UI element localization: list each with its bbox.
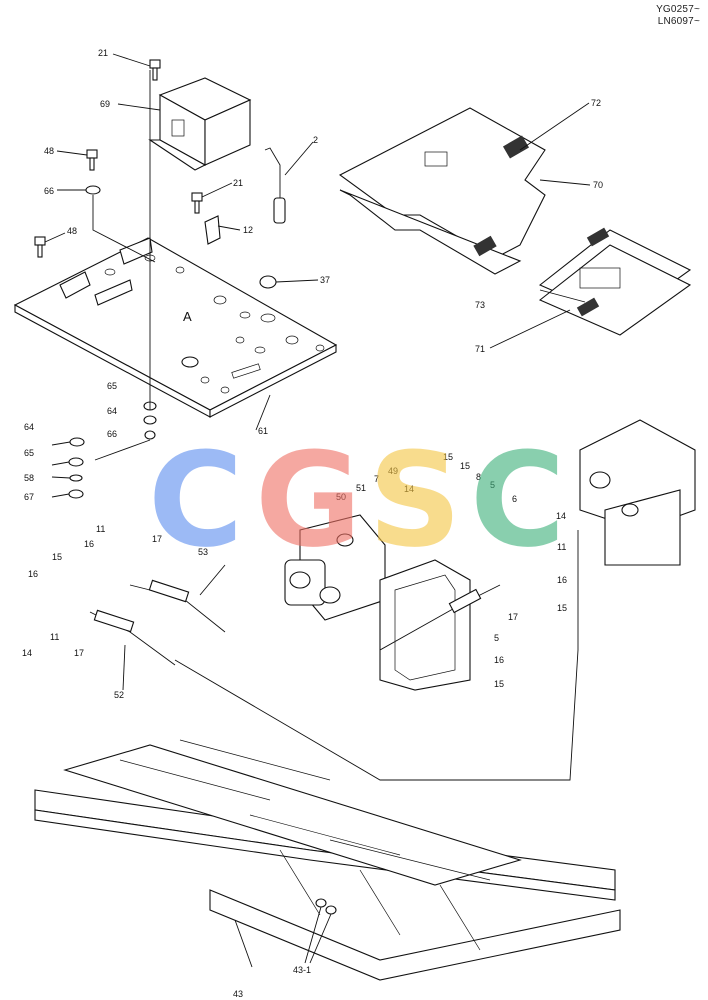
callout-label: 72	[591, 98, 601, 108]
callout-label: 16	[557, 575, 567, 585]
callout-label: 61	[258, 426, 268, 436]
callout-label: 58	[24, 473, 34, 483]
callout-label: 37	[320, 275, 330, 285]
callout-label: 64	[107, 406, 117, 416]
watermark-letter: G	[255, 424, 362, 576]
callout-label: 16	[84, 539, 94, 549]
right-valve-assembly	[579, 419, 696, 566]
callout-label: 15	[460, 461, 470, 471]
callout-label: 43-1	[293, 965, 311, 975]
control-valve-block	[284, 514, 386, 621]
callout-label: 67	[24, 492, 34, 502]
callout-label: 5	[494, 633, 499, 643]
callout-label: 11	[557, 542, 566, 552]
callout-label: 15	[557, 603, 567, 613]
callout-label: 17	[152, 534, 162, 544]
leader-lines	[44, 53, 591, 968]
callout-label: 48	[67, 226, 77, 236]
callout-label: 53	[198, 547, 208, 557]
callout-label: 11	[96, 524, 105, 534]
callout-label: 52	[114, 690, 124, 700]
control-cables	[89, 579, 501, 666]
callout-label: 7	[374, 474, 379, 484]
callout-label: 66	[107, 429, 117, 439]
callout-label: 14	[22, 648, 32, 658]
callout-label: 12	[243, 225, 253, 235]
callout-label: 15	[52, 552, 62, 562]
callout-label: 69	[100, 99, 110, 109]
main-frame	[34, 739, 621, 981]
callout-label: 71	[475, 344, 485, 354]
serial-range-1: YG0257~	[656, 4, 700, 15]
callout-label: 70	[593, 180, 603, 190]
callout-label: 6	[512, 494, 517, 504]
callout-label: 66	[44, 186, 54, 196]
callout-label: 2	[313, 135, 318, 145]
view-marker-label: A	[183, 309, 192, 324]
callout-label: 14	[404, 484, 414, 494]
callout-label: 16	[28, 569, 38, 579]
callout-label: 64	[24, 422, 34, 432]
callout-labels: 21 69 2 48 66 21 12 48 37 72 70 73 71 65…	[22, 48, 603, 999]
callout-label: 50	[336, 492, 346, 502]
callout-label: 65	[107, 381, 117, 391]
callout-label: 5	[490, 480, 495, 490]
callout-label: 11	[50, 632, 59, 642]
callout-label: 8	[476, 472, 481, 482]
callout-label: 16	[494, 655, 504, 665]
callout-label: 49	[388, 466, 398, 476]
callout-label: 21	[98, 48, 108, 58]
callout-label: 14	[556, 511, 566, 521]
callout-label: 48	[44, 146, 54, 156]
watermark-letter: C	[148, 424, 243, 576]
callout-label: 17	[508, 612, 518, 622]
floor-plate	[13, 237, 338, 418]
callout-label: 51	[356, 483, 366, 493]
watermark: C G S C	[148, 424, 565, 576]
cover-bracket	[148, 77, 252, 171]
floor-mats	[338, 107, 692, 336]
callout-label: 65	[24, 448, 34, 458]
callout-label: 15	[443, 452, 453, 462]
callout-label: 43	[233, 989, 243, 999]
lever-rod	[264, 147, 286, 224]
callout-label: 21	[233, 178, 243, 188]
serial-range-2: LN6097~	[657, 16, 700, 27]
callout-label: 73	[475, 300, 485, 310]
callout-label: 15	[494, 679, 504, 689]
callout-label: 17	[74, 648, 84, 658]
watermark-letter: C	[470, 424, 565, 576]
watermark-letter: S	[368, 424, 462, 576]
